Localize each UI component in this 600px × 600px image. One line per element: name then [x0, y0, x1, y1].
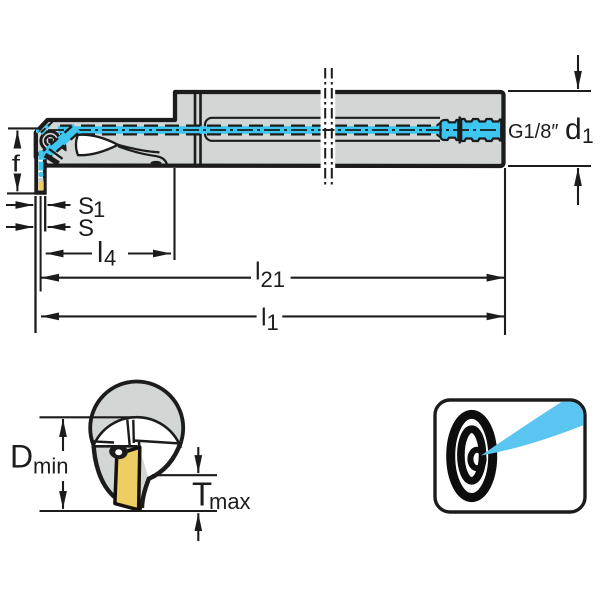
svg-text:d: d [565, 113, 582, 146]
svg-text:f: f [12, 151, 21, 177]
svg-text:1: 1 [93, 197, 105, 222]
svg-text:21: 21 [261, 267, 285, 292]
svg-text:4: 4 [104, 246, 116, 271]
svg-text:S: S [78, 215, 94, 242]
svg-text:D: D [10, 439, 33, 475]
svg-text:min: min [33, 454, 68, 479]
svg-text:l: l [261, 304, 267, 332]
svg-text:1: 1 [267, 310, 279, 335]
svg-text:T: T [192, 475, 212, 512]
svg-text:l: l [255, 258, 261, 286]
svg-text:l: l [97, 237, 103, 269]
svg-text:S: S [78, 193, 94, 220]
svg-text:G1/8″: G1/8″ [508, 121, 558, 143]
svg-text:max: max [209, 489, 251, 514]
svg-text:1: 1 [582, 125, 594, 148]
